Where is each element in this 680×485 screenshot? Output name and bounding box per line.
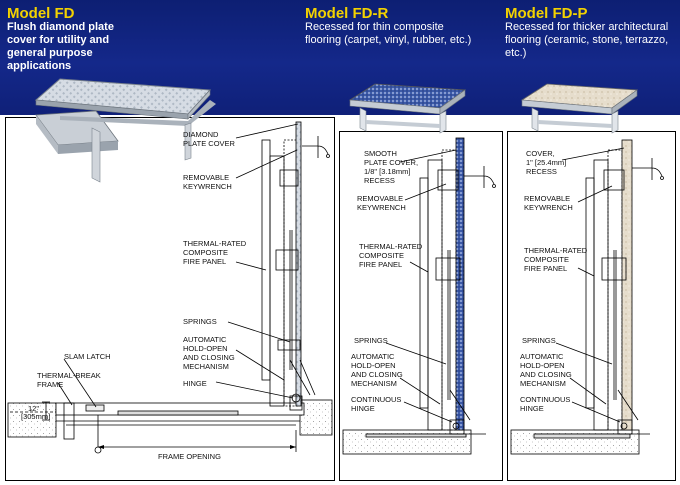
- fd-p-mechanism-label: AUTOMATIC HOLD-OPEN AND CLOSING MECHANIS…: [520, 352, 574, 388]
- model-fd-r-title: Model FD-R: [305, 5, 389, 22]
- model-fd-p-description: Recessed for thicker architectural floor…: [505, 21, 669, 59]
- model-fd-r-product-image: [348, 83, 467, 134]
- fd-r-hinge-label: CONTINUOUS HINGE: [351, 395, 404, 413]
- model-fd-description: Flush diamond plate cover for utility an…: [7, 21, 114, 72]
- fd-hinge-label: HINGE: [183, 379, 207, 388]
- model-fd-title: Model FD: [7, 5, 75, 22]
- fd-springs-label: SPRINGS: [183, 317, 217, 326]
- fd-r-cover-label: SMOOTH PLATE COVER, 1/8" [3.18mm] RECESS: [364, 149, 420, 185]
- model-fd-r-description: Recessed for thin composite flooring (ca…: [305, 21, 472, 46]
- fd-mechanism-label: AUTOMATIC HOLD-OPEN AND CLOSING MECHANIS…: [183, 335, 237, 371]
- fd-r-keywrench-label: REMOVABLE KEYWRENCH: [357, 194, 406, 212]
- model-fd-p-section-drawing: [510, 139, 664, 455]
- fd-keywrench-label: REMOVABLE KEYWRENCH: [183, 173, 232, 191]
- fd-p-hinge-label: CONTINUOUS HINGE: [520, 395, 573, 413]
- fd-p-keywrench-label: REMOVABLE KEYWRENCH: [524, 194, 573, 212]
- fd-p-firepanel-label: THERMAL-RATED COMPOSITE FIRE PANEL: [524, 246, 589, 273]
- fd-r-springs-label: SPRINGS: [354, 336, 388, 345]
- model-fd-product-image: [34, 78, 216, 183]
- fd-cover-label: DIAMOND PLATE COVER: [183, 130, 236, 148]
- model-fd-p-product-image: [520, 83, 639, 134]
- fd-r-mechanism-label: AUTOMATIC HOLD-OPEN AND CLOSING MECHANIS…: [351, 352, 405, 388]
- fd-dimension-label: 12" [305mm]: [21, 404, 50, 421]
- fd-slamlatch-label: SLAM LATCH: [64, 352, 111, 361]
- fd-firepanel-label: THERMAL-RATED COMPOSITE FIRE PANEL: [183, 239, 248, 266]
- fd-p-cover-label: COVER, 1" [25.4mm] RECESS: [526, 149, 568, 176]
- model-fd-p-title: Model FD-P: [505, 5, 588, 22]
- fd-p-springs-label: SPRINGS: [522, 336, 556, 345]
- model-fd-r-section-drawing: [342, 137, 496, 455]
- fd-frame-label: THERMAL-BREAK FRAME: [37, 371, 103, 389]
- model-fd-section-drawing: [7, 121, 333, 454]
- fd-r-firepanel-label: THERMAL-RATED COMPOSITE FIRE PANEL: [359, 242, 424, 269]
- model-fd-p-section-diagram: [507, 131, 676, 481]
- model-fd-r-section-diagram: [339, 131, 503, 481]
- fd-opening-label: FRAME OPENING: [158, 452, 221, 461]
